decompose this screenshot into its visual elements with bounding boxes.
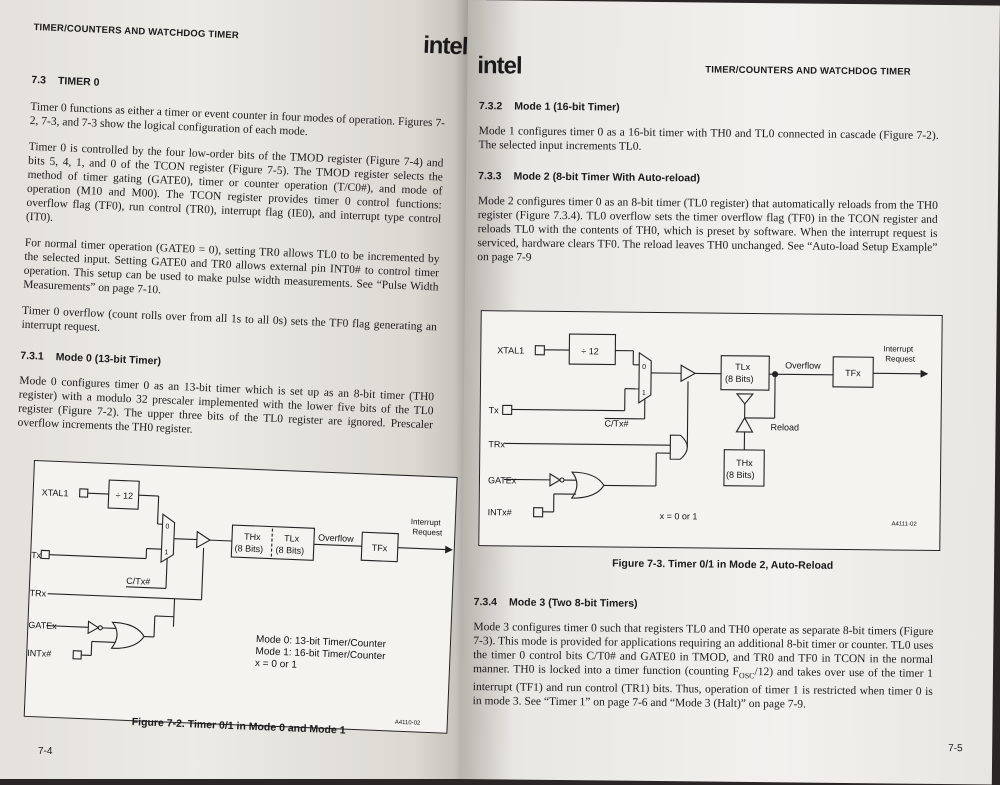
label-tx: Tx bbox=[31, 550, 42, 560]
figure-code: A4111-02 bbox=[891, 521, 917, 527]
label-div: ÷ 12 bbox=[581, 346, 599, 356]
reload-switch-lower bbox=[736, 418, 752, 432]
paragraph: For normal timer operation (GATE0 = 0), … bbox=[23, 236, 440, 309]
label-intx: INTx# bbox=[27, 648, 51, 659]
xtal-pin bbox=[535, 346, 544, 355]
right-page: intel TIMER/COUNTERS AND WATCHDOG TIMER … bbox=[460, 0, 1000, 785]
label-thx-bits: (8 Bits) bbox=[234, 543, 263, 554]
control-switch bbox=[197, 532, 211, 549]
label-mux1: 1 bbox=[164, 549, 168, 556]
figure-7-2: XTAL1 ÷ 12 0 1 Tx C/Tx# TRx GATEx INTx# … bbox=[24, 460, 458, 734]
label-tx: Tx bbox=[489, 405, 500, 415]
label-tlx: TLx bbox=[284, 533, 300, 544]
label-mux1: 1 bbox=[642, 390, 646, 397]
figure-7-3: XTAL1 ÷ 12 0 1 Tx C/Tx# TRx GATEx INTx# … bbox=[478, 310, 942, 551]
label-ct: C/Tx# bbox=[126, 576, 150, 587]
running-header: TIMER/COUNTERS AND WATCHDOG TIMER bbox=[33, 22, 239, 41]
label-thx: THx bbox=[244, 531, 261, 542]
label-tlx: TLx bbox=[735, 362, 751, 372]
left-page-content: TIMER/COUNTERS AND WATCHDOG TIMER intel … bbox=[34, 16, 474, 34]
label-xtal: XTAL1 bbox=[497, 345, 524, 355]
not-gate bbox=[550, 474, 560, 486]
or-gate bbox=[112, 622, 145, 649]
page-number: 7-5 bbox=[948, 743, 963, 754]
label-overflow: Overflow bbox=[318, 532, 354, 543]
label-trx: TRx bbox=[29, 588, 46, 599]
running-header: TIMER/COUNTERS AND WATCHDOG TIMER bbox=[705, 64, 911, 77]
label-irq2: Request bbox=[885, 354, 916, 363]
paragraph: Mode 3 configures timer 0 such that regi… bbox=[473, 620, 934, 713]
intx-pin bbox=[534, 508, 543, 517]
figure-code: A4110-02 bbox=[395, 720, 421, 727]
reload-switch-upper bbox=[737, 394, 753, 404]
paragraph: Timer 0 functions as either a timer or e… bbox=[30, 100, 446, 145]
label-tfx: TFx bbox=[845, 368, 861, 378]
note-x: x = 0 or 1 bbox=[660, 511, 698, 521]
label-irq1: Interrupt bbox=[883, 344, 914, 353]
label-overflow: Overflow bbox=[785, 360, 821, 370]
or-gate bbox=[572, 472, 604, 498]
paragraph: Mode 0 configures timer 0 as an 13-bit t… bbox=[17, 374, 434, 447]
not-gate bbox=[88, 621, 98, 633]
label-mux0: 0 bbox=[642, 364, 646, 371]
intel-logo: intel bbox=[477, 52, 522, 80]
label-irq1: Interrupt bbox=[411, 517, 442, 527]
timer-mode2-diagram: XTAL1 ÷ 12 0 1 Tx C/Tx# TRx GATEx INTx# … bbox=[479, 311, 941, 550]
label-tlx-bits: (8 Bits) bbox=[725, 374, 754, 384]
paragraph: Mode 2 configures timer 0 as an 8-bit ti… bbox=[477, 194, 938, 269]
left-page: TIMER/COUNTERS AND WATCHDOG TIMER intel … bbox=[0, 0, 486, 779]
label-tlx-bits: (8 Bits) bbox=[275, 545, 304, 556]
label-ct: C/Tx# bbox=[605, 418, 629, 428]
label-thx-bits: (8 Bits) bbox=[726, 470, 755, 480]
xtal-pin bbox=[80, 489, 88, 497]
label-irq2: Request bbox=[412, 527, 443, 537]
label-thx: THx bbox=[736, 458, 753, 468]
timer-mode0-diagram: XTAL1 ÷ 12 0 1 Tx C/Tx# TRx GATEx INTx# … bbox=[25, 461, 457, 733]
intx-pin bbox=[73, 651, 81, 659]
paragraph: Mode 1 configures timer 0 as a 16-bit ti… bbox=[478, 124, 938, 157]
tx-pin bbox=[503, 405, 512, 414]
label-gatex: GATEx bbox=[488, 475, 517, 485]
tx-pin bbox=[41, 550, 49, 558]
note-x: x = 0 or 1 bbox=[255, 658, 298, 671]
page-number: 7-4 bbox=[38, 746, 52, 757]
figure-caption: Figure 7-3. Timer 0/1 in Mode 2, Auto-Re… bbox=[612, 558, 833, 572]
label-trx: TRx bbox=[488, 439, 505, 449]
label-div: ÷ 12 bbox=[115, 490, 133, 501]
paragraph: Timer 0 overflow (count rolls over from … bbox=[21, 304, 437, 349]
control-switch bbox=[681, 365, 695, 381]
label-xtal: XTAL1 bbox=[42, 487, 69, 498]
and-gate bbox=[670, 435, 687, 459]
paragraph: Timer 0 is controlled by the four low-or… bbox=[26, 140, 444, 241]
label-tfx: TFx bbox=[372, 543, 388, 554]
label-intx: INTx# bbox=[488, 507, 512, 517]
label-reload: Reload bbox=[770, 422, 799, 432]
label-mux0: 0 bbox=[165, 523, 169, 530]
label-gatex: GATEx bbox=[28, 620, 57, 631]
